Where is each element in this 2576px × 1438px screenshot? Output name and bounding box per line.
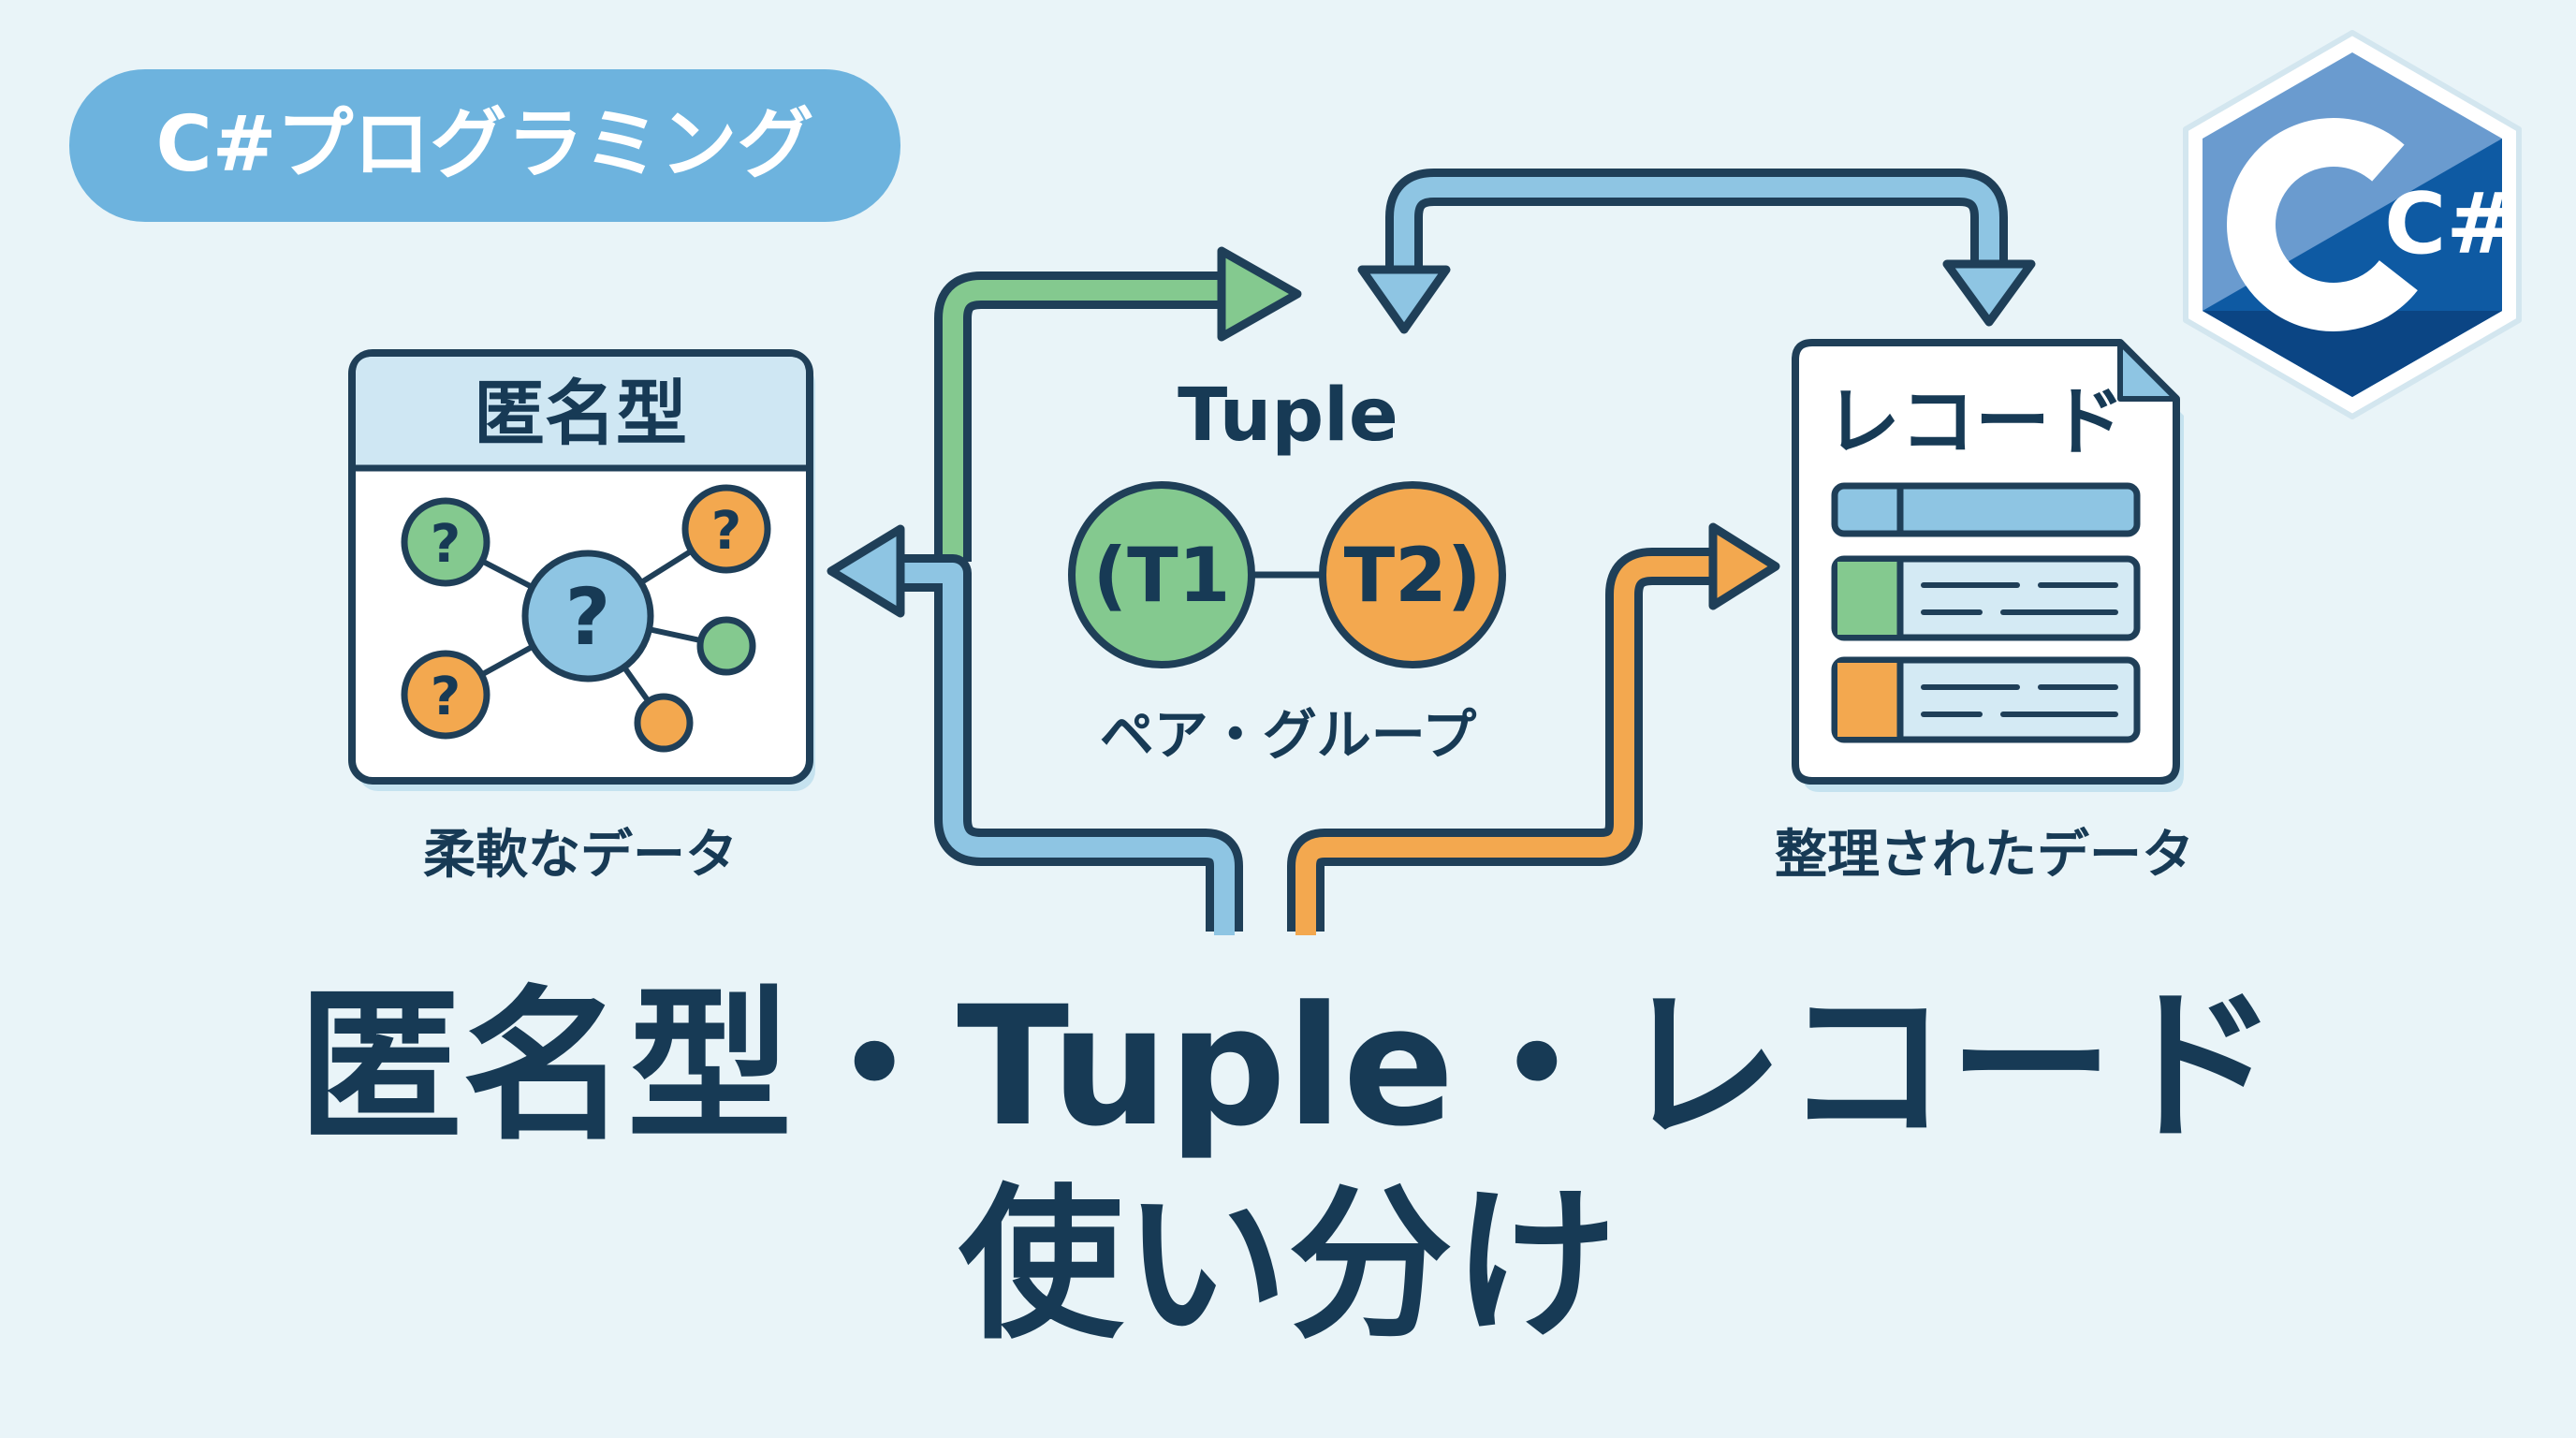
question-mark-icon: ? — [711, 501, 741, 562]
arrow-blue-to-anonymous — [827, 524, 1243, 935]
record-title: レコード — [1825, 378, 2125, 465]
tuple-item1-circle — [1068, 481, 1255, 668]
csharp-logo-text: C# — [2384, 175, 2516, 273]
headline-line2: 使い分け — [959, 1169, 1617, 1361]
tuple-item2-circle — [1319, 481, 1506, 668]
tuple-diagram: Tuple (T1 T2) ペア・グループ — [1068, 374, 1506, 767]
node-center-icon — [521, 550, 654, 682]
arrow-bidirectional-tuple-record — [1357, 169, 2036, 334]
record-row — [1831, 482, 2141, 537]
anonymous-type-caption: 柔軟なデータ — [423, 825, 738, 886]
node-icon — [401, 497, 490, 587]
record-caption: 整理されたデータ — [1775, 825, 2194, 886]
question-mark-icon: ? — [431, 667, 461, 727]
tuple-caption: ペア・グループ — [1100, 703, 1477, 767]
node-icon — [696, 616, 756, 676]
record-row — [1831, 555, 2141, 641]
node-icon — [634, 693, 694, 753]
csharp-logo-icon: C# — [2183, 30, 2522, 419]
anonymous-type-card: 匿名型 ? ? ? ? — [348, 349, 815, 791]
question-mark-icon: ? — [565, 571, 611, 663]
record-document: レコード — [1792, 339, 2184, 792]
anonymous-type-title: 匿名型 — [474, 372, 687, 455]
arrow-green-to-tuple — [934, 246, 1302, 562]
category-badge-label: C#プログラミング — [156, 100, 814, 189]
node-icon — [401, 650, 490, 740]
tuple-item1-label: (T1 — [1093, 532, 1231, 619]
category-badge: C#プログラミング — [69, 69, 900, 222]
arrow-orange-to-record — [1287, 522, 1780, 935]
question-mark-icon: ? — [431, 514, 461, 575]
tuple-title: Tuple — [1178, 374, 1398, 458]
headline-line1: 匿名型・Tuple・レコード — [298, 971, 2278, 1163]
record-row — [1831, 656, 2141, 743]
node-icon — [681, 484, 771, 574]
tuple-item2-label: T2) — [1344, 532, 1482, 619]
